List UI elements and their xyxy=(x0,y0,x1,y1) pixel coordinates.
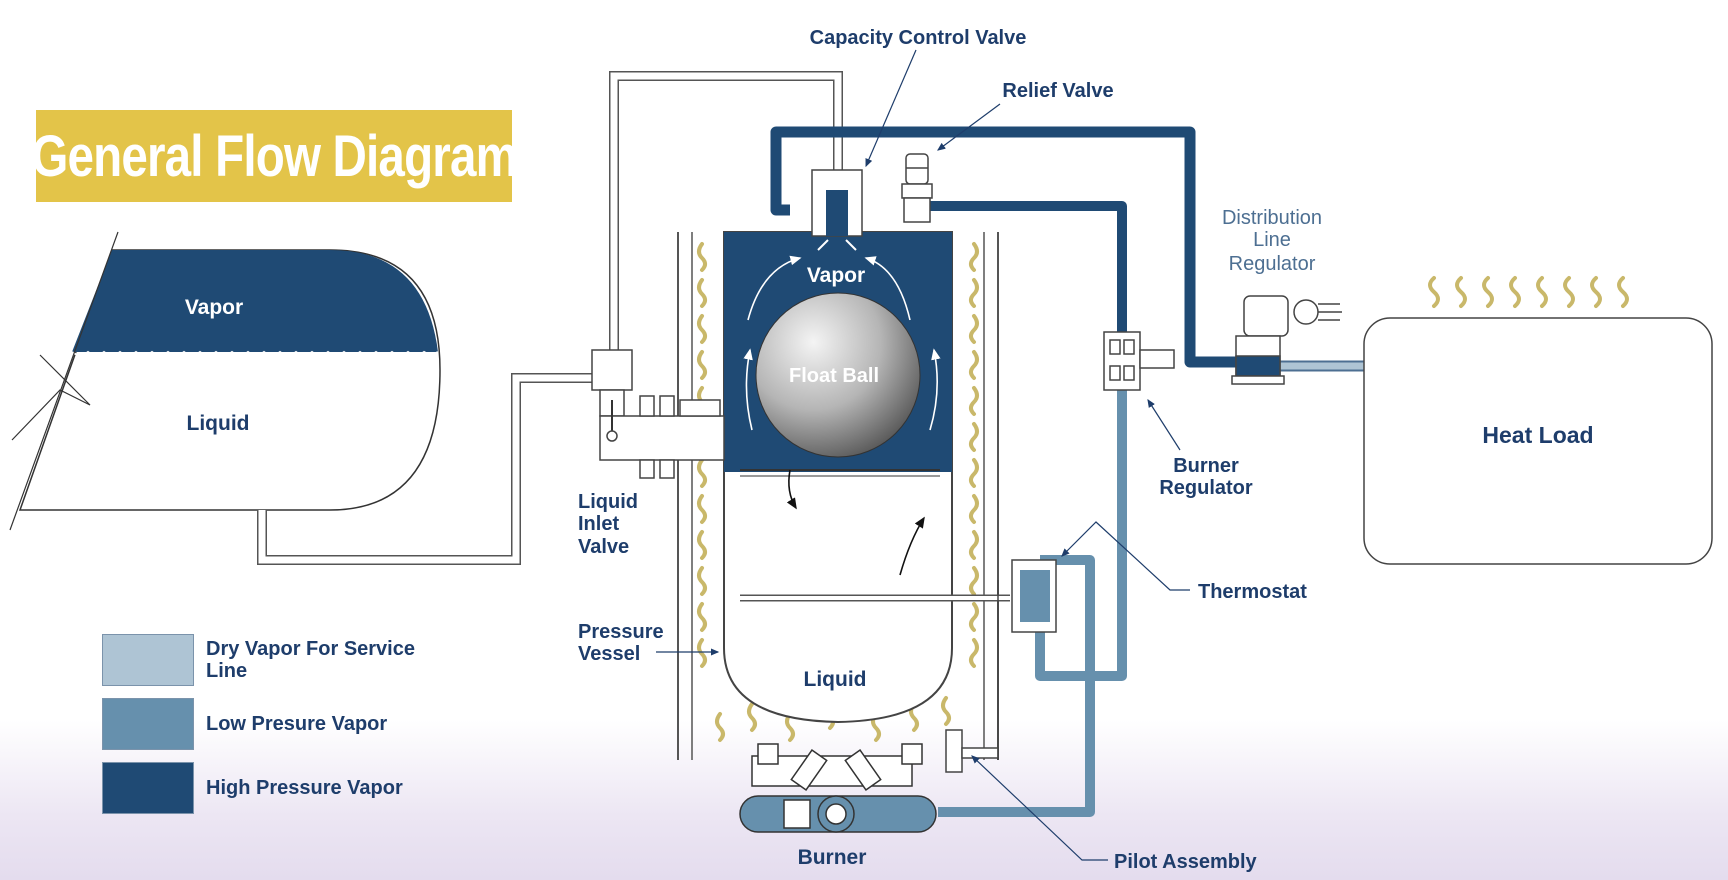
heat-wave-mark xyxy=(1509,276,1521,308)
thermostat-leader xyxy=(1061,521,1190,591)
heat-wave-mark xyxy=(1482,276,1494,308)
flame-mark xyxy=(969,494,979,524)
burner-regulator xyxy=(1103,331,1175,391)
flame-mark xyxy=(969,638,979,668)
thermostat xyxy=(1011,559,1057,633)
pressure-vessel xyxy=(631,231,1010,724)
burner-label: Burner xyxy=(798,846,867,869)
burner-assembly xyxy=(739,743,937,833)
tank-liquid-label: Liquid xyxy=(187,412,250,435)
liquid-inlet-valve-label-1: Liquid xyxy=(578,491,638,513)
title-banner: General Flow Diagram xyxy=(31,110,518,202)
liquid-inlet-valve-label-2: Inlet xyxy=(578,513,619,535)
vessel-liquid-label: Liquid xyxy=(804,668,867,691)
capacity-control-valve-label: Capacity Control Valve xyxy=(810,27,1027,49)
legend-swatch-dry-vapor xyxy=(102,634,194,686)
low-pressure-piping xyxy=(938,340,1127,817)
flame-mark xyxy=(697,458,707,488)
heat-wave-mark xyxy=(1563,276,1575,308)
legend-label-dry-vapor: Dry Vapor For Service Line xyxy=(206,638,415,682)
heat-wave-mark xyxy=(1455,276,1467,308)
legend-swatch-high-pressure xyxy=(102,762,194,814)
pilot-assembly xyxy=(945,580,999,773)
distribution-line-regulator xyxy=(1231,295,1342,385)
burner-regulator-leader xyxy=(1147,398,1181,451)
flame-mark xyxy=(697,638,707,668)
flame-mark xyxy=(697,602,707,632)
capacity-control-valve-leader xyxy=(865,49,917,168)
thermostat-label: Thermostat xyxy=(1198,581,1307,603)
page-title: General Flow Diagram xyxy=(31,123,518,189)
liquid-supply-line xyxy=(257,373,596,565)
storage-tank xyxy=(9,231,441,531)
liquid-inlet-valve xyxy=(591,349,725,479)
flame-mark xyxy=(697,494,707,524)
legend-swatch-low-pressure xyxy=(102,698,194,750)
heat-waves xyxy=(1428,276,1629,308)
relief-valve-label: Relief Valve xyxy=(1002,80,1113,102)
vessel-vapor-label: Vapor xyxy=(807,264,865,287)
legend: Dry Vapor For Service Line Low Presure V… xyxy=(102,634,436,826)
relief-valve-leader xyxy=(937,103,1001,151)
legend-item-low-pressure: Low Presure Vapor xyxy=(102,698,436,750)
burner-regulator-label-1: Burner xyxy=(1173,455,1239,477)
distribution-regulator-label-3: Regulator xyxy=(1229,253,1316,275)
flame-mark xyxy=(715,712,725,742)
flame-mark xyxy=(969,350,979,380)
flame-mark xyxy=(969,458,979,488)
pilot-assembly-leader xyxy=(971,755,1108,861)
flame-mark xyxy=(697,314,707,344)
heat-wave-mark xyxy=(1428,276,1440,308)
flame-mark xyxy=(969,422,979,452)
flame-mark xyxy=(941,696,951,726)
flame-mark xyxy=(785,712,795,742)
flame-mark xyxy=(969,530,979,560)
pressure-vessel-label-2: Vessel xyxy=(578,643,640,665)
flame-mark xyxy=(697,566,707,596)
burner-regulator-label-2: Regulator xyxy=(1159,477,1253,499)
heat-load xyxy=(1363,317,1713,565)
flame-mark xyxy=(969,386,979,416)
distribution-regulator-label-1: Distribution xyxy=(1222,207,1322,229)
heat-wave-mark xyxy=(1536,276,1548,308)
flame-mark xyxy=(969,242,979,272)
flame-mark xyxy=(969,278,979,308)
flame-mark xyxy=(697,530,707,560)
relief-valve xyxy=(901,153,933,223)
legend-label-high-pressure: High Pressure Vapor xyxy=(206,777,403,799)
heat-load-label: Heat Load xyxy=(1482,422,1593,448)
flame-mark xyxy=(697,242,707,272)
legend-item-high-pressure: High Pressure Vapor xyxy=(102,762,436,814)
legend-item-dry-vapor: Dry Vapor For Service Line xyxy=(102,634,436,686)
pressure-vessel-label-1: Pressure xyxy=(578,621,664,643)
legend-label-low-pressure: Low Presure Vapor xyxy=(206,713,388,735)
pilot-assembly-label: Pilot Assembly xyxy=(1114,851,1258,873)
flame-mark xyxy=(969,314,979,344)
distribution-regulator-label-2: Line xyxy=(1253,229,1291,251)
flame-mark xyxy=(969,566,979,596)
float-ball-label: Float Ball xyxy=(789,365,879,387)
flame-mark xyxy=(969,602,979,632)
high-pressure-piping xyxy=(770,126,1248,368)
flame-mark xyxy=(697,278,707,308)
heat-wave-mark xyxy=(1617,276,1629,308)
flame-mark xyxy=(747,702,757,732)
capacity-control-valve xyxy=(811,169,863,251)
heat-wave-mark xyxy=(1590,276,1602,308)
tank-vapor-label: Vapor xyxy=(185,296,243,319)
liquid-inlet-valve-label-3: Valve xyxy=(578,536,629,558)
flame-mark xyxy=(697,350,707,380)
